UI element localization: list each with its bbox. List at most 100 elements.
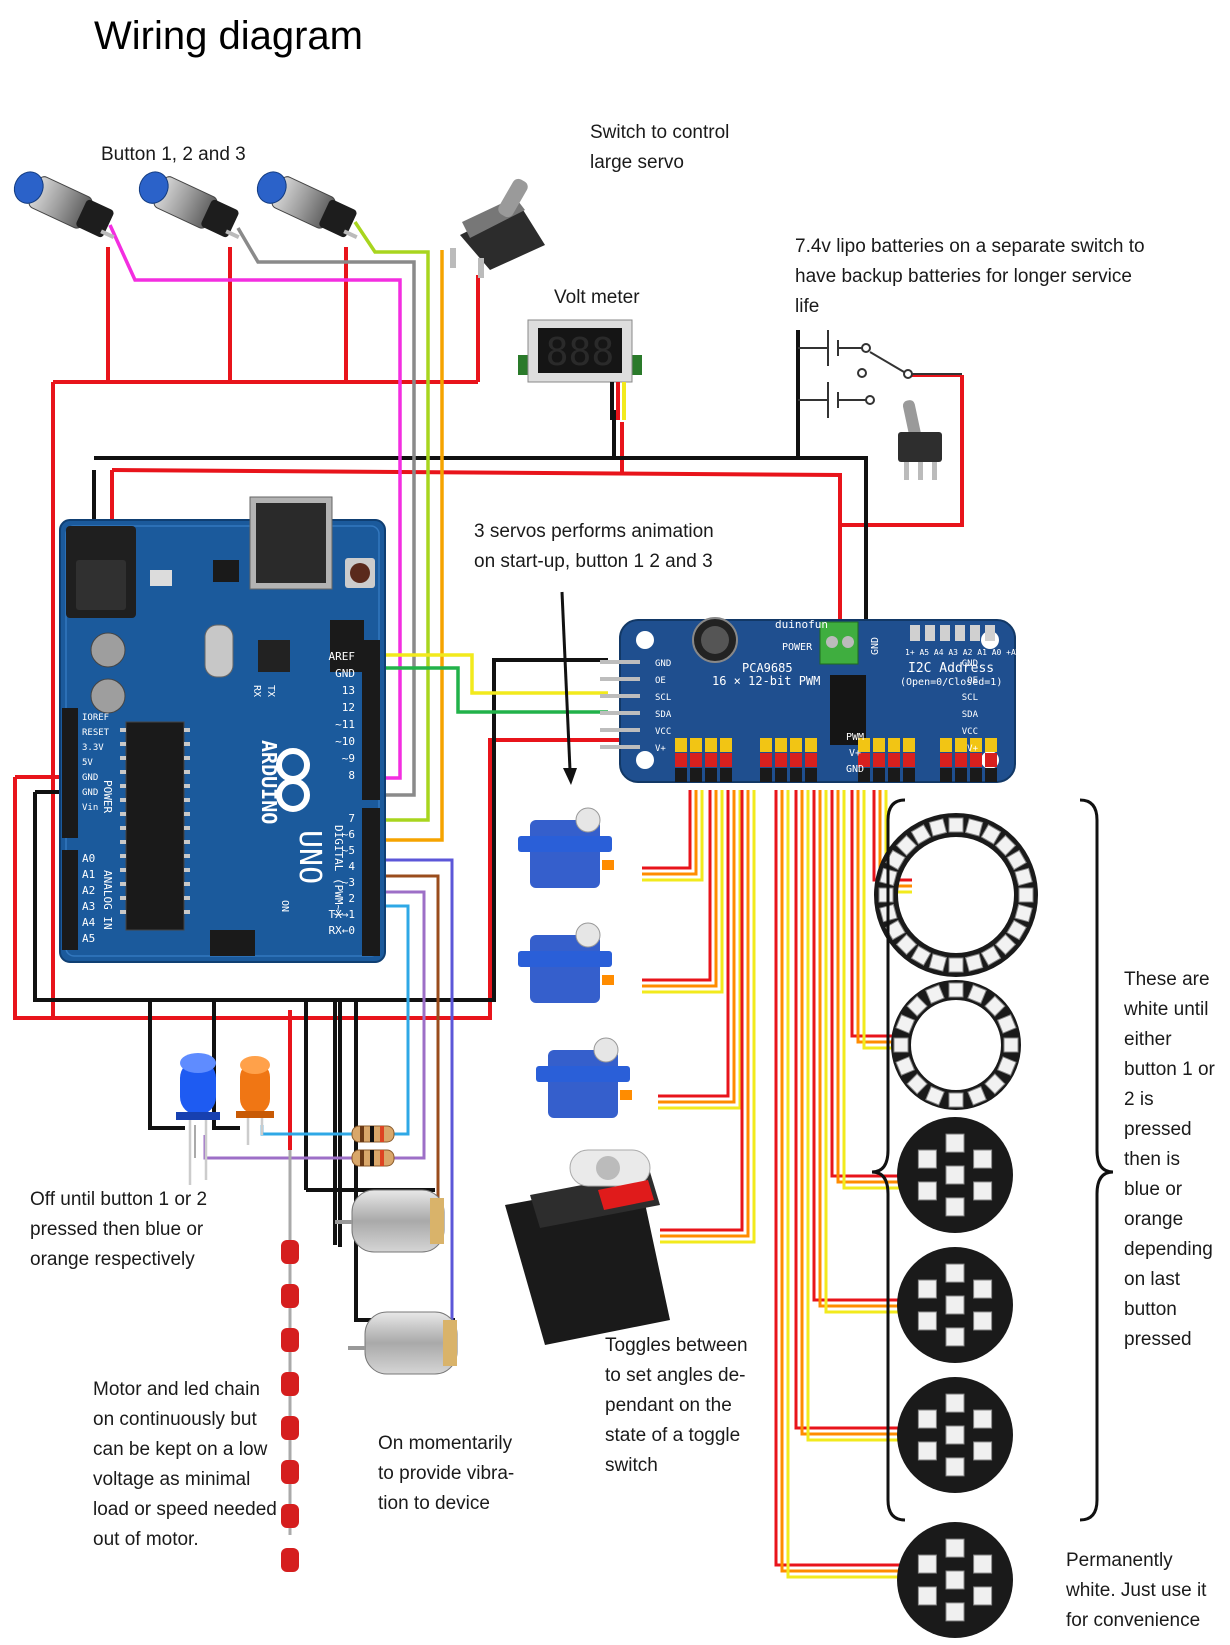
label-line: blue or xyxy=(1124,1179,1183,1200)
ring-pixel xyxy=(906,995,928,1017)
jewel-pixel xyxy=(973,1554,993,1574)
pca9685-address-bits: 1+ A5 A4 A3 A2 A1 A0 +AW xyxy=(905,648,1021,657)
label-line: life xyxy=(795,296,820,317)
ring-pixel xyxy=(1014,903,1033,923)
toggle-switch-servo xyxy=(450,178,545,278)
page-title: Wiring diagram xyxy=(94,14,363,58)
label-batteries: 7.4v lipo batteries on a separate switch… xyxy=(795,232,1145,322)
push-button-1 xyxy=(13,171,115,239)
ring-pixel xyxy=(928,818,948,837)
pca9685-left-pin-label: V+ xyxy=(655,744,666,754)
arduino-power-pin-label: 5V xyxy=(82,758,93,768)
jewel-pixel xyxy=(973,1409,993,1429)
header-pin-red xyxy=(790,753,802,767)
ring-pixel xyxy=(964,953,984,972)
label-line: on continuously but xyxy=(93,1409,257,1430)
servo-tab xyxy=(536,1066,630,1082)
arduino-uno: ARDUINO UNO DIGITAL (PWM~) POWER ANALOG … xyxy=(59,496,386,963)
ring-pixel xyxy=(980,945,1002,966)
arduino-analog-pin-label: A5 xyxy=(82,932,95,945)
header-pin-black xyxy=(873,768,885,782)
header-pin-black xyxy=(705,768,717,782)
ring-pixel xyxy=(895,933,918,956)
pca9685-power-label: POWER xyxy=(782,642,813,653)
servo-tab xyxy=(518,951,612,967)
jewel-pixel xyxy=(945,1165,965,1185)
pca9685-right-pin-label: SDA xyxy=(962,710,979,720)
label-line: pressed xyxy=(1124,1329,1192,1350)
ring-pixel xyxy=(895,1014,915,1034)
arduino-digital-pin-label: 2 xyxy=(348,892,355,905)
header-pin-red xyxy=(675,753,687,767)
ring-pixel xyxy=(878,887,894,903)
ring-pixel xyxy=(967,984,987,1004)
label-line: depending xyxy=(1124,1239,1213,1260)
jewel-pixel xyxy=(945,1197,965,1217)
label-line: load or speed needed xyxy=(93,1499,277,1520)
motor-2 xyxy=(348,1311,458,1375)
ring-pixel xyxy=(997,1014,1017,1034)
header-pin-black xyxy=(985,768,997,782)
header-pin-black xyxy=(675,768,687,782)
pca9685-channel-label: V+ xyxy=(849,748,861,759)
header-pin-yellow xyxy=(775,738,787,752)
label-line: switch xyxy=(605,1455,658,1476)
label-rings: These are white until either button 1 or… xyxy=(1124,965,1215,1355)
ring-pixel xyxy=(1018,887,1034,903)
label-line: on start-up, button 1 2 and 3 xyxy=(474,551,713,572)
ring-pixel xyxy=(967,1086,987,1106)
ring-pixel xyxy=(895,834,918,857)
servo-horn xyxy=(593,1037,619,1063)
arduino-analog-pin-label: A3 xyxy=(82,900,95,913)
label-buttons: Button 1, 2 and 3 xyxy=(101,140,246,170)
servo-cables xyxy=(642,790,912,1579)
ring-pixel xyxy=(925,984,945,1004)
arduino-brand-text: ARDUINO xyxy=(257,740,281,824)
header-pin-black xyxy=(805,768,817,782)
chain-led xyxy=(281,1284,299,1308)
header-pin-yellow xyxy=(940,738,952,752)
jewel-pixel xyxy=(945,1327,965,1347)
header-pin-black xyxy=(775,768,787,782)
label-line: white. Just use it xyxy=(1066,1580,1207,1601)
resistor-2 xyxy=(351,1149,395,1167)
ring-pixel xyxy=(1006,849,1027,871)
pca9685-left-pin-label: GND xyxy=(655,659,671,669)
jewel-pixel xyxy=(917,1181,937,1201)
arduino-digital-pin-label: ~6 xyxy=(342,828,355,841)
header-pin-yellow xyxy=(675,738,687,752)
push-button-2 xyxy=(138,171,240,239)
ring-pixel xyxy=(925,1086,945,1106)
jewel-pixel xyxy=(945,1133,965,1153)
header-pin-red xyxy=(873,753,885,767)
label-vibration: On momentarily to provide vibra- tion to… xyxy=(378,1429,514,1519)
chain-led xyxy=(281,1548,299,1572)
header-pin-black xyxy=(955,768,967,782)
pca9685-gnd-label: GND xyxy=(870,637,881,655)
neopixel-jewel-2 xyxy=(897,1247,1013,1363)
arduino-digital-pin-label: 7 xyxy=(348,812,355,825)
arduino-top-pin-label: 12 xyxy=(342,701,355,714)
header-pin-yellow xyxy=(985,738,997,752)
header-pin-red xyxy=(720,753,732,767)
arduino-top-pin-label: ~11 xyxy=(335,718,355,731)
ring-pixel xyxy=(893,1037,909,1053)
header-pin-yellow xyxy=(888,738,900,752)
ring-pixel xyxy=(910,824,932,845)
pca9685-left-pin-label: OE xyxy=(655,676,666,686)
header-pin-yellow xyxy=(873,738,885,752)
chain-led xyxy=(281,1504,299,1528)
pca9685-i2c: I2C Address xyxy=(908,661,994,676)
jewel-pixel xyxy=(973,1279,993,1299)
chain-led xyxy=(281,1416,299,1440)
neopixel-jewel-3 xyxy=(897,1377,1013,1493)
ring-pixel xyxy=(948,1092,964,1108)
header-pin-red xyxy=(858,753,870,767)
servo-tab xyxy=(518,836,612,852)
label-permanent: Permanently white. Just use it for conve… xyxy=(1066,1546,1206,1636)
chain-led xyxy=(281,1460,299,1484)
header-pin-yellow xyxy=(705,738,717,752)
pca9685-right-pin-label: OE xyxy=(967,676,978,686)
header-pin-red xyxy=(985,753,997,767)
